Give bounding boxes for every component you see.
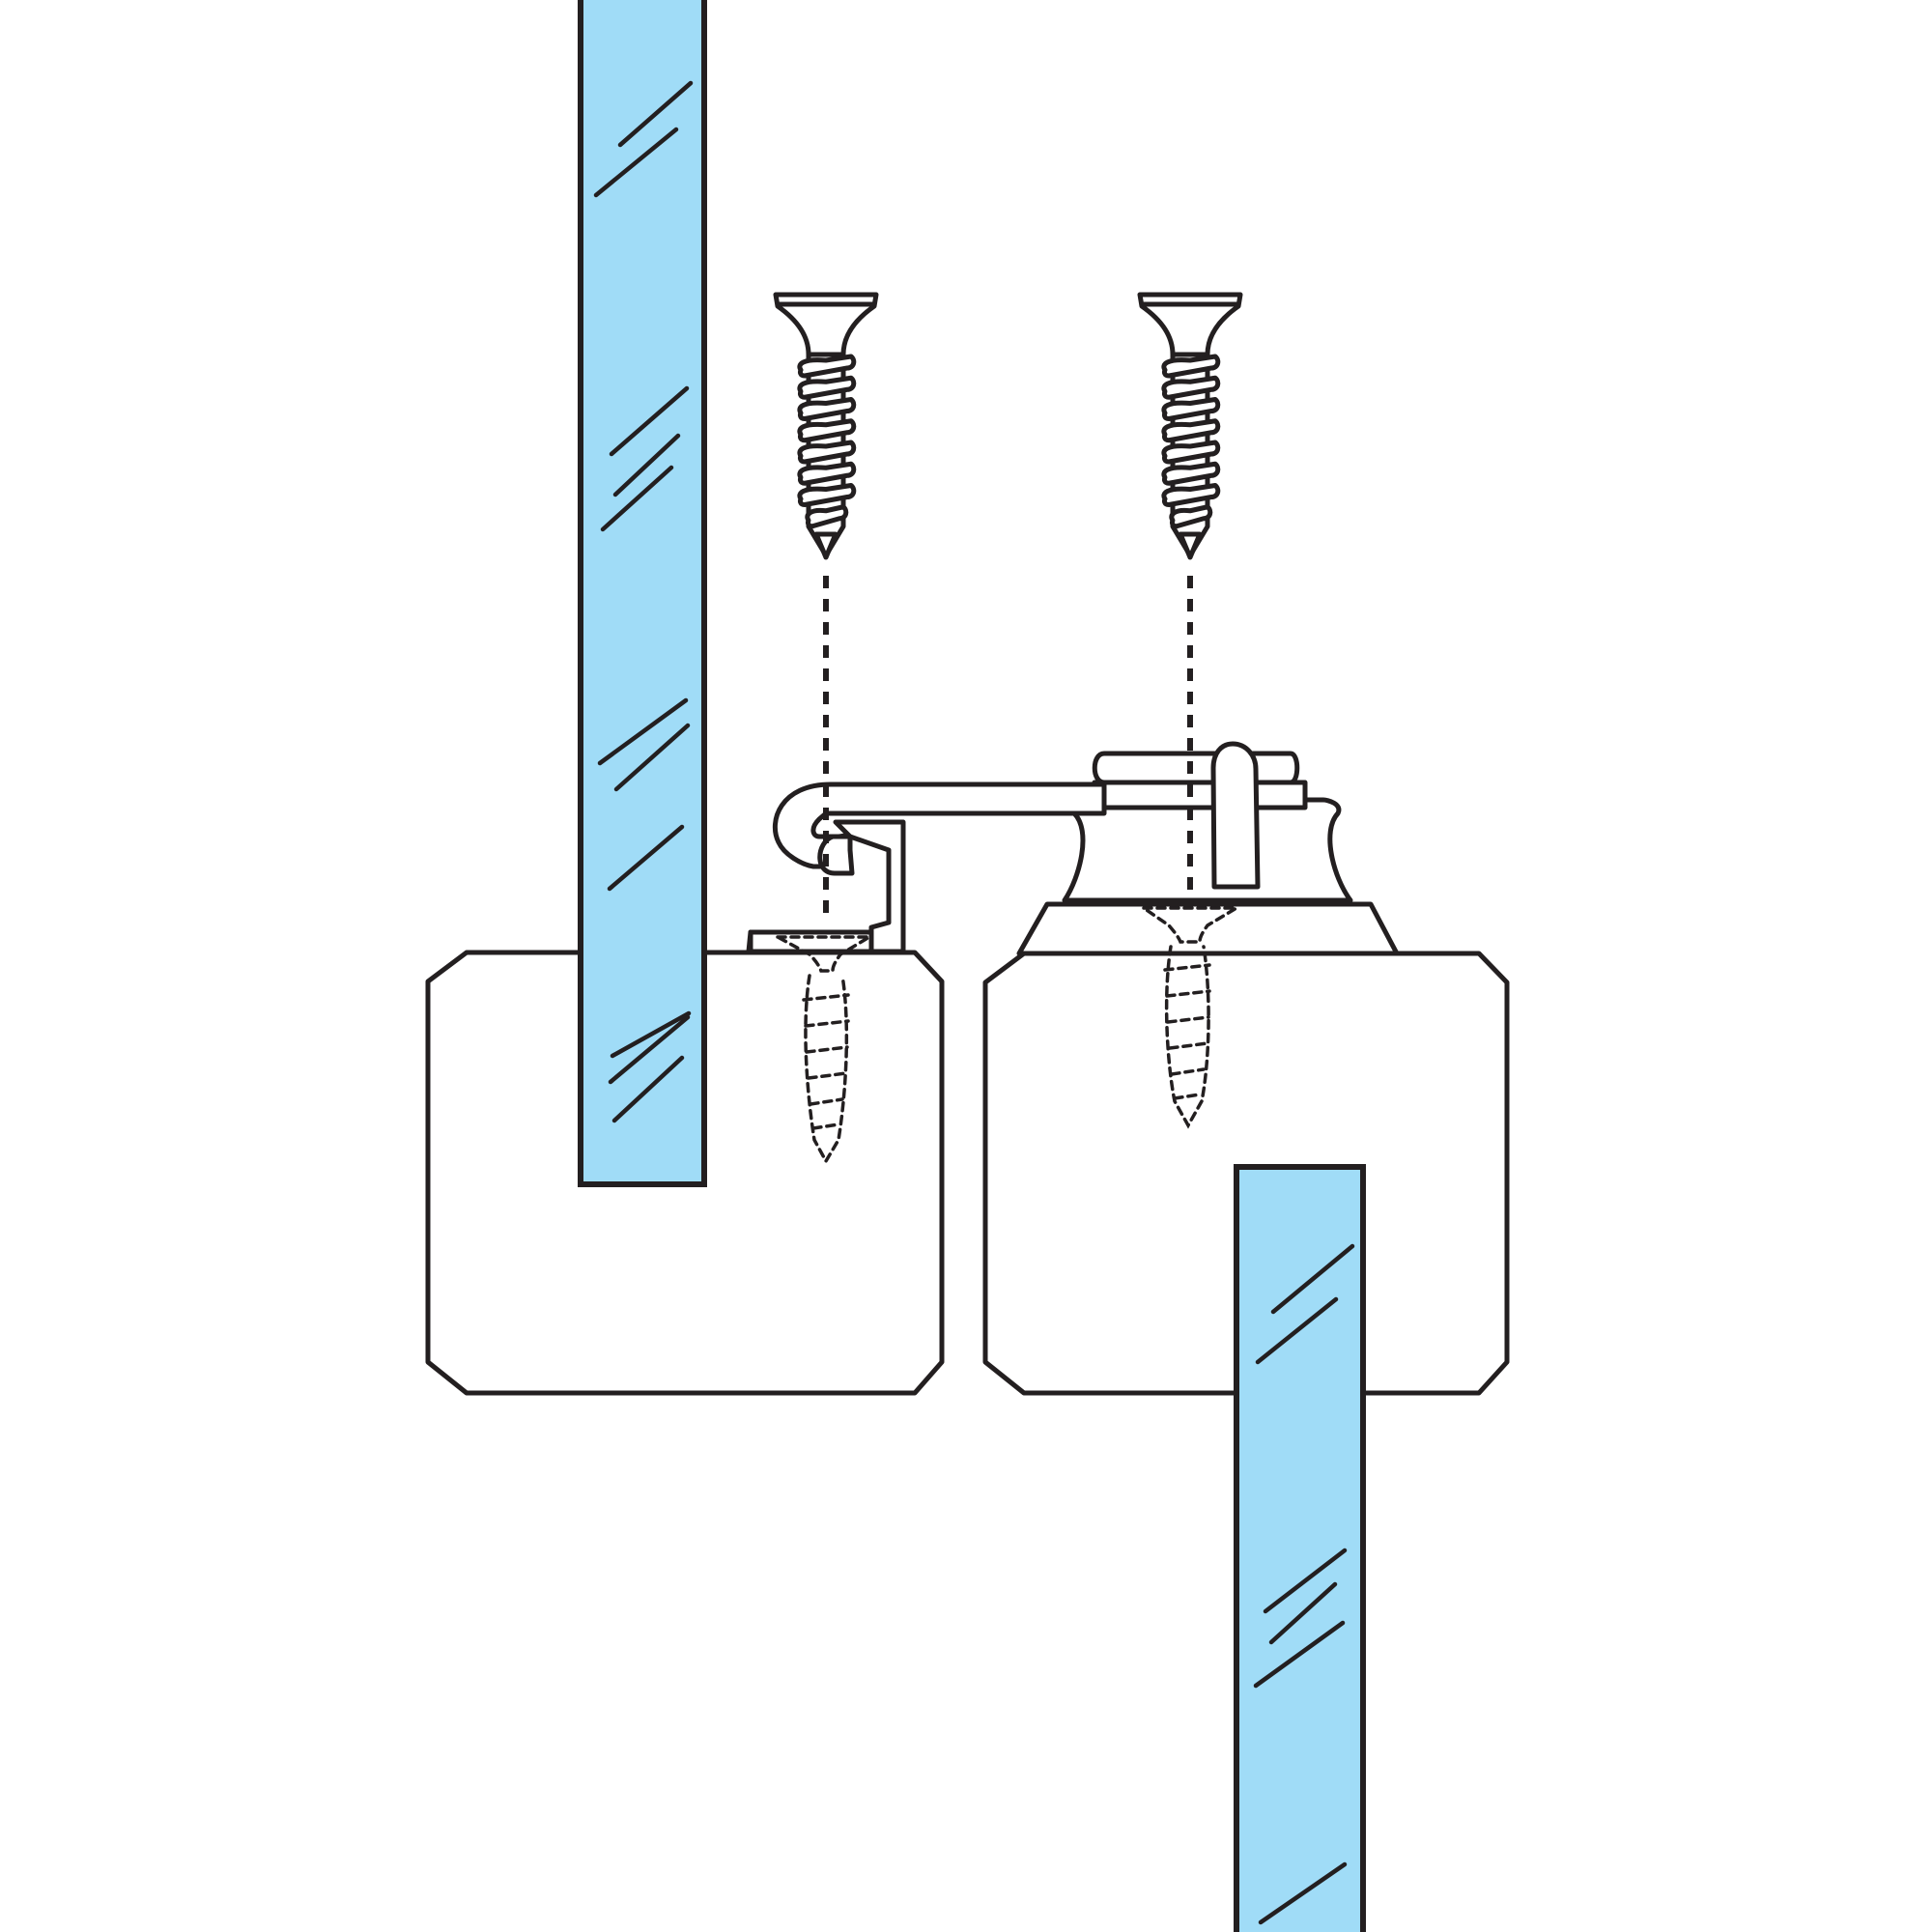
- screw-thread: [1161, 375, 1221, 400]
- screw-thread: [797, 375, 857, 400]
- screw-thread: [805, 504, 849, 529]
- screw-thread: [797, 418, 857, 443]
- screw-thread: [1169, 504, 1213, 529]
- screw-thread: [1161, 440, 1221, 465]
- screw-thread: [797, 461, 857, 486]
- wood-screw-left: [773, 292, 879, 560]
- glass-glint-marks: [1253, 1243, 1355, 1925]
- screw-thread: [1161, 483, 1221, 507]
- glass-glint-marks: [593, 80, 694, 1123]
- sash-lock-keeper-hook: [833, 819, 906, 954]
- screw-thread: [797, 440, 857, 465]
- wood-screw-right: [1137, 292, 1243, 560]
- screw-thread: [797, 354, 857, 379]
- lower-glass-pane: [1234, 1164, 1366, 1932]
- screw-tip: [1178, 531, 1203, 560]
- screw-thread: [797, 483, 857, 507]
- screw-thread: [797, 397, 857, 421]
- hidden-screw-right: [1138, 906, 1243, 1129]
- upper-glass-pane: [578, 0, 707, 1187]
- screw-thread: [1161, 418, 1221, 443]
- hidden-screw-left: [777, 935, 876, 1165]
- lock-lever-knob: [1210, 741, 1261, 890]
- screw-thread: [1161, 354, 1221, 379]
- screw-thread: [1161, 397, 1221, 421]
- screw-thread: [1161, 461, 1221, 486]
- screw-tip: [813, 531, 838, 560]
